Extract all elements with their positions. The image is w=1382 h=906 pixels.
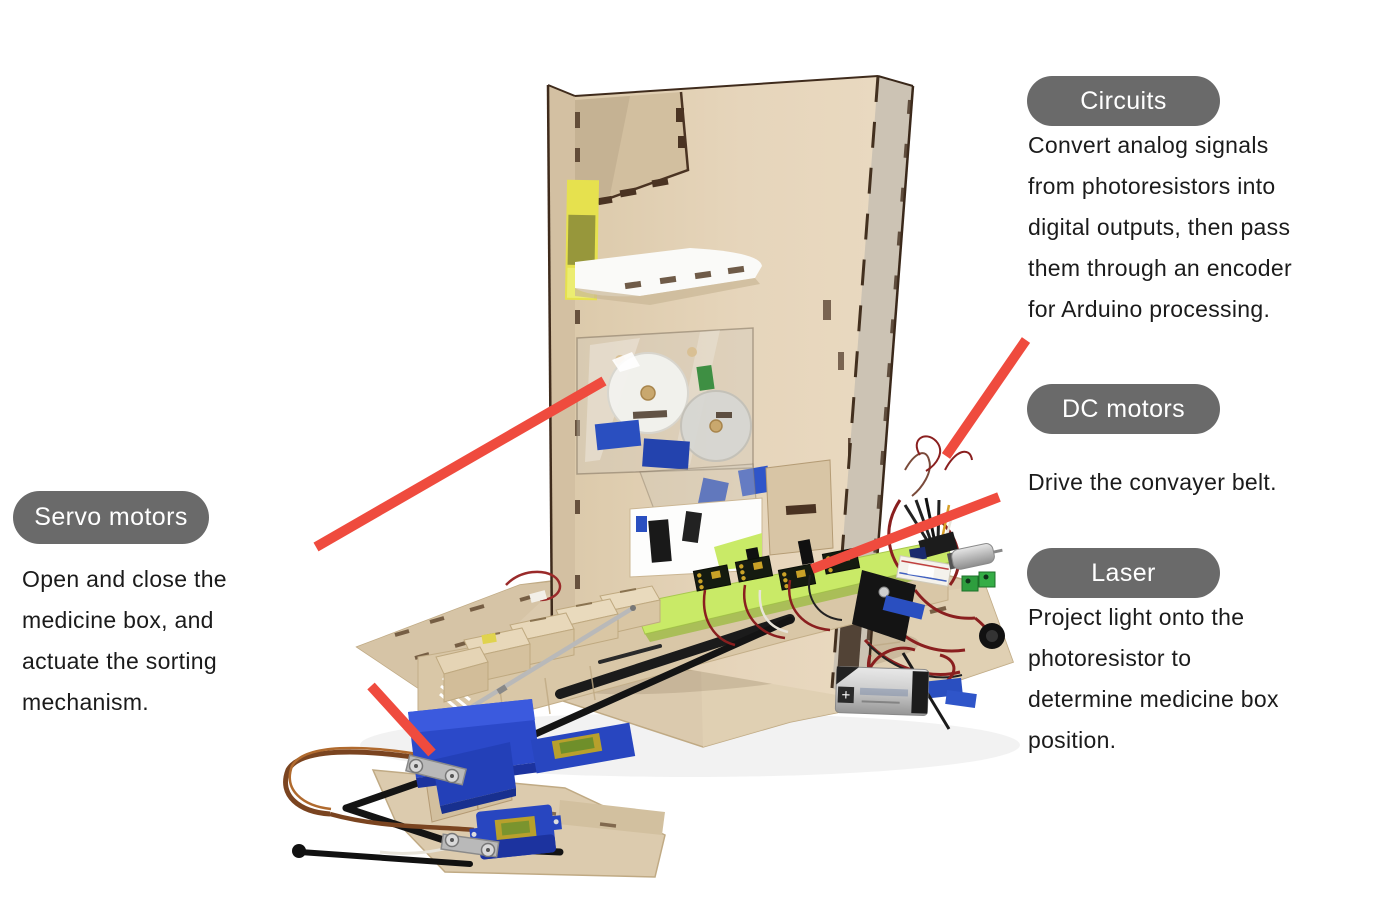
notch-finger-joints — [597, 108, 686, 206]
dc-motor — [946, 543, 1003, 570]
left-wires — [505, 570, 562, 603]
medicine-box — [509, 612, 575, 668]
description-laser: Project light onto the photoresistor to … — [1028, 604, 1279, 753]
servo-motor-large — [408, 699, 636, 814]
blue-tape — [945, 689, 977, 709]
front-plank — [558, 800, 665, 835]
yellow-tape-small — [481, 632, 497, 645]
motor-cylinder — [979, 623, 1005, 649]
battery-9v: + — [834, 666, 930, 717]
sensor-module — [777, 563, 817, 591]
sensor-module — [692, 564, 732, 592]
label-pill-circuits: Circuits — [1027, 76, 1220, 126]
circuit-cluster: + — [834, 435, 1005, 730]
label-pill-dc-motors: DC motors — [1027, 384, 1220, 434]
conveyor-slot — [555, 614, 795, 699]
annotation-line-dc-motors — [810, 492, 1001, 574]
lower-opening — [629, 497, 763, 578]
white-funnel-shelf — [575, 248, 762, 305]
label-pill-servo-motors: Servo motors — [13, 491, 209, 544]
blue-tape — [882, 595, 926, 620]
label-pill-laser: Laser — [1027, 548, 1220, 598]
medicine-box — [435, 646, 489, 703]
terminal-blocks — [961, 571, 996, 592]
sorting-arm — [283, 616, 794, 867]
battery-plus-mark: + — [841, 687, 851, 704]
description-servo-motors: Open and close the medicine box, and act… — [22, 566, 227, 715]
annotation-line-servo-motors — [313, 376, 607, 552]
servo-wire — [283, 749, 433, 817]
annotation-lines — [313, 337, 1031, 757]
annotation-line-servo-motors-2 — [367, 682, 436, 757]
description-dc-motors: Drive the convayer belt. — [1028, 469, 1277, 495]
sensor-module — [734, 555, 774, 583]
description-circuits: Convert analog signals from photoresisto… — [1028, 132, 1292, 322]
face-bracket — [765, 459, 834, 556]
linkage-bar — [440, 832, 500, 858]
label-pill-laser-text: Laser — [1091, 558, 1156, 587]
tower-notch — [575, 92, 688, 210]
label-pill-circuits-text: Circuits — [1080, 86, 1167, 115]
shelf-slot-marks — [624, 265, 745, 290]
label-pill-servo-motors-text: Servo motors — [34, 503, 188, 531]
module-wires — [702, 574, 843, 647]
annotation-line-circuits — [941, 337, 1031, 459]
label-pill-dc-motors-text: DC motors — [1061, 394, 1186, 423]
green-component — [696, 365, 715, 391]
linkage-bar — [405, 754, 467, 786]
